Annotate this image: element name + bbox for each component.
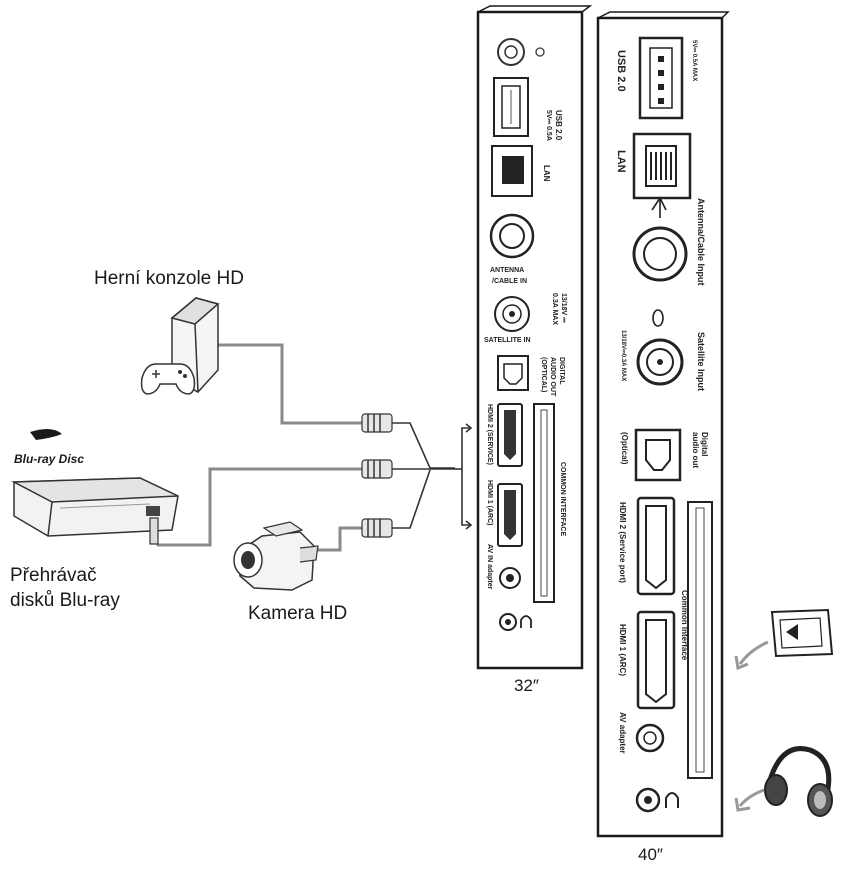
av-jack-icon [635,723,665,753]
cable-plugs [361,413,393,538]
ci-slot [687,501,713,779]
panel-32 [476,5,593,670]
coax-port-icon [632,196,688,282]
port-label-common-interface: COMMON INTERFACE [559,462,566,537]
port-label-antenna-1: ANTENNA [490,267,524,274]
ci-slot [533,403,555,603]
port-label-usb: USB 2.0 [615,50,627,92]
optical-port-icon [634,428,682,482]
port-label-antenna: Antenna/Cable Input [696,198,706,286]
port-label-hdmi1: HDMI 1 (ARC) [618,624,627,676]
panel-40-labels: USB 2.0 5V⎓ 0.5A MAX LAN Antenna/Cable I… [615,40,709,754]
port-label-usb-rating: 5V⎓ 0.5A MAX [691,40,697,81]
port-label-optical-1: Digital [700,432,709,456]
port-label-lan: LAN [542,165,551,182]
lan-port-icon [632,132,692,200]
port-label-optical-3: (Optical) [620,432,629,465]
port-label-satellite: Satellite Input [696,332,706,391]
hdmi-port-icon [636,496,676,596]
camera-label: Kamera HD [248,603,348,624]
ci-card-icon [734,608,834,671]
camcorder-icon [233,521,319,591]
port-label-satellite-rating: 13/18V⎓0.3A MAX [620,330,626,381]
coax-port-icon [489,213,535,259]
bluray-player-icon [11,477,179,545]
port-label-lan: LAN [615,150,627,173]
port-label-hdmi1: HDMI 1 (ARC) [486,480,493,526]
port-label-common-interface: Common Interface [680,590,689,661]
bluray-cable [156,467,364,547]
usb-port-icon [638,36,684,120]
port-label-hdmi2: HDMI 2 (SERVICE) [486,404,493,465]
port-label-optical-2: AUDIO OUT [549,357,556,397]
headphone-jack-icon [635,787,679,813]
cables [156,343,364,552]
port-label-satellite-rating-1: 13/18V ⎓ [560,293,567,323]
port-label-optical-1: DIGITAL [558,357,565,385]
port-label-satellite: SATELLITE IN [484,337,531,344]
panel-40-size-label: 40″ [638,845,663,864]
lan-port-icon [491,145,533,197]
camera-cable [316,526,364,552]
coax-port-icon [636,309,684,386]
hdmi-port-icon [636,610,676,710]
game-console-label: Herní konzole HD [94,268,244,289]
hdmi-port-icon [497,403,523,467]
port-label-usb: USB 2.0 [554,110,563,141]
svg-text:Blu-ray Disc: Blu-ray Disc [14,452,84,466]
bluray-logo: Blu-ray Disc [14,428,84,466]
optical-port-icon [497,355,529,391]
port-label-antenna-2: /CABLE IN [492,278,527,285]
usb-port-icon [493,77,529,137]
panel-40 [596,11,730,838]
gamepad-icon [140,363,196,395]
bluray-player-label-line2: disků Blu-ray [10,590,120,611]
port-label-av-in: AV IN adapter [486,544,493,590]
port-label-usb-rating: 5V⎓ 0.5A [545,110,552,141]
port-label-hdmi2: HDMI 2 (Service port) [618,502,627,583]
hdmi-port-icon [497,483,523,547]
console-cable [210,343,364,425]
port-label-av-adapter: AV adapter [618,712,627,754]
av-jack-icon [499,567,521,589]
headphones-icon [734,746,833,817]
port-label-optical-3: (OPTICAL) [540,357,547,392]
coax-port-icon [494,296,530,332]
headphone-jack-icon [499,613,532,631]
bluray-player-label-line1: Přehrávač [10,565,97,586]
connector-lines [392,422,473,530]
panel-32-size-label: 32″ [514,676,539,695]
panel-32-labels: USB 2.0 5V⎓ 0.5A LAN 13/18V ⎓ 0.3A MAX D… [484,110,567,590]
port-label-optical-2: audio out [691,432,700,468]
port-label-satellite-rating-2: 0.3A MAX [551,293,558,325]
